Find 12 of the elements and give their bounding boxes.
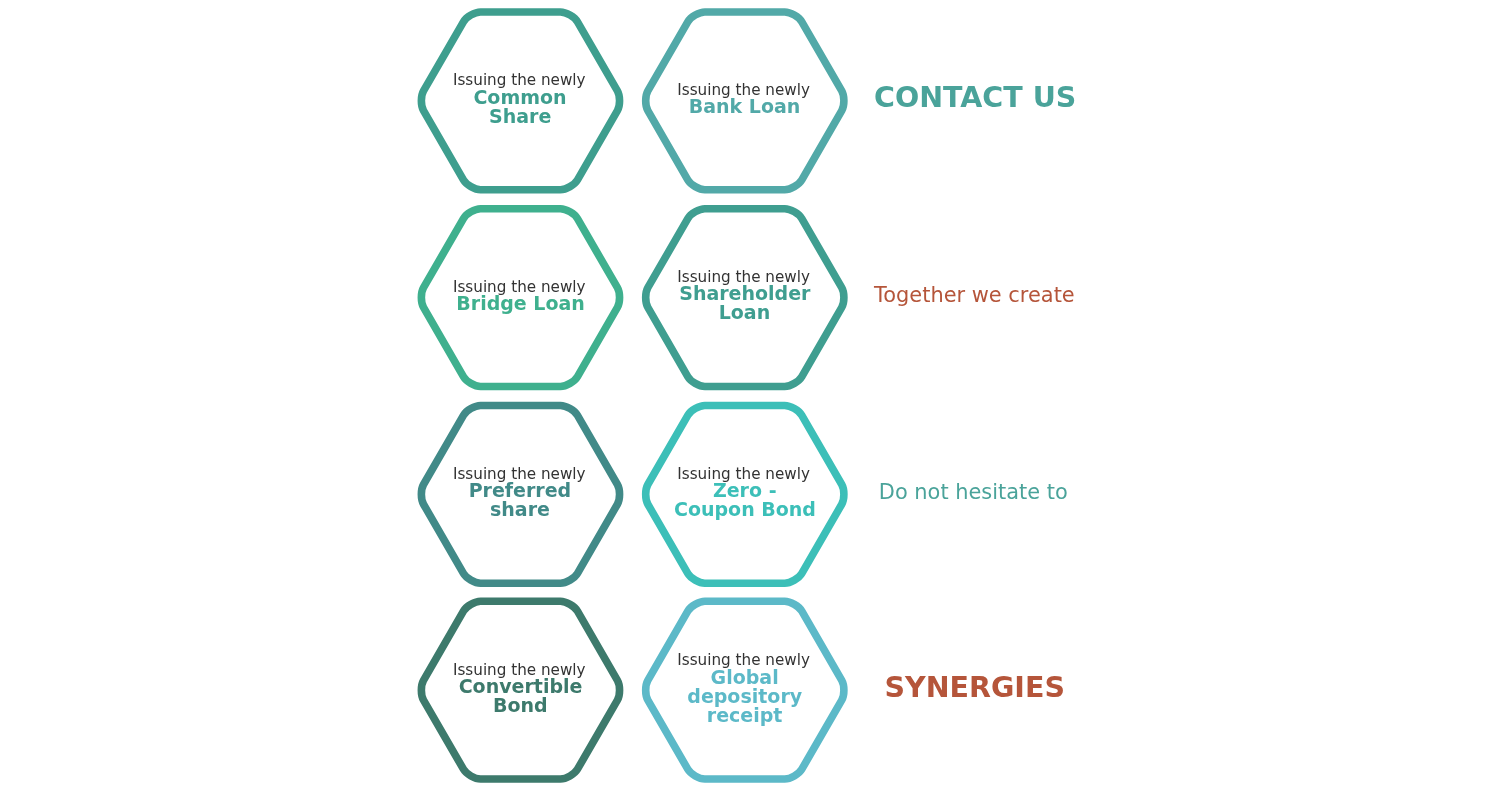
- node-ellipse: Issuing the newly Common Share: [417, 8, 623, 194]
- node-ellipse: Issuing the newly Preferred share: [417, 401, 623, 588]
- node-ellipse: Issuing the newly Zero - Coupon Bond: [641, 401, 848, 588]
- node-ellipse: Issuing the newly Convertible Bond: [417, 597, 623, 783]
- label: Do not hesitate to: [878, 480, 1068, 505]
- label: CONTACT US: [873, 81, 1076, 114]
- label: SYNERGIES: [884, 671, 1065, 705]
- label: Together we create: [873, 283, 1075, 308]
- node-ellipse: Issuing the newly Global depository receipt: [641, 597, 848, 783]
- node-ellipse: Issuing the newly Shareholder Loan: [641, 204, 848, 391]
- node-ellipse: Issuing the newly Bridge Loan: [417, 204, 623, 391]
- node-ellipse: Issuing the newly Bank Loan: [641, 8, 848, 194]
